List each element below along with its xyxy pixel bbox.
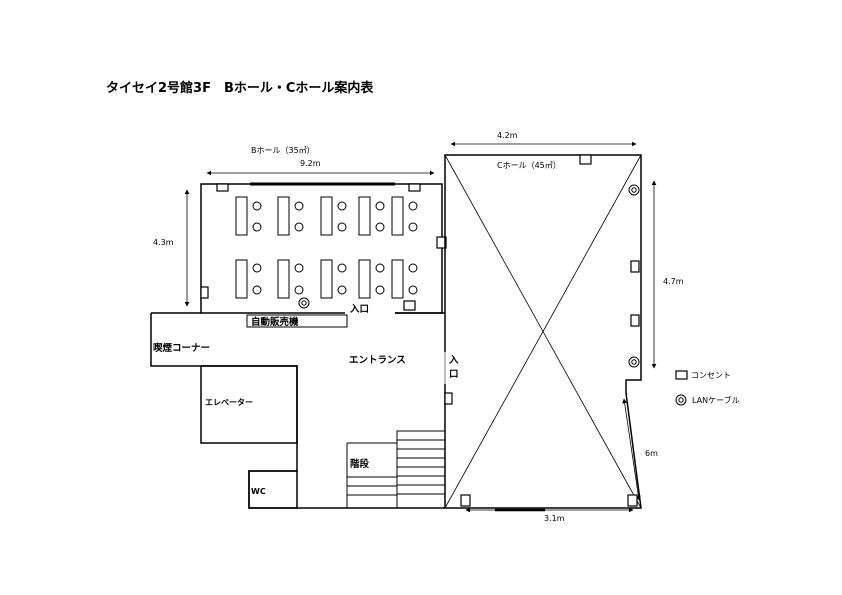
c-hall-diagonal-arrow: [622, 398, 641, 501]
legend-lan-label: LANケーブル: [692, 395, 740, 405]
c-hall-bottom-dim: 3.1m: [544, 514, 565, 523]
outlet-icon: [200, 183, 447, 311]
b-hall-width: 9.2m: [300, 159, 321, 168]
c-hall-entrance-label-1: 入: [448, 355, 459, 366]
lan-cable-icon: [628, 184, 640, 368]
c-hall-diagonal-dim: 6m: [645, 449, 658, 458]
stairs-label: 階段: [350, 458, 370, 470]
b-hall-name: Bホール（35㎡）: [251, 146, 315, 155]
stairs: [346, 430, 445, 508]
elevator: [200, 365, 298, 444]
c-hall-right-dim: 4.7m: [663, 277, 684, 286]
b-hall: Bホール（35㎡） 9.2m 4.3m: [153, 146, 447, 328]
lan-cable-icon: [298, 297, 310, 309]
b-hall-chairs: [252, 201, 418, 295]
b-hall-entrance-label: 入口: [349, 304, 369, 315]
c-hall-name: Cホール（45㎡）: [497, 161, 561, 170]
wc: [248, 470, 298, 509]
smoking-corner-label: 喫煙コーナー: [153, 342, 210, 354]
b-hall-tables-row-2: [235, 259, 404, 299]
page-title: タイセイ2号館3F Bホール・Cホール案内表: [106, 80, 374, 96]
c-hall: 入 口 Cホール（45㎡） 4.2m 4.7m 6m 3.1m: [443, 131, 684, 523]
elevator-label: エレベーター: [205, 397, 253, 407]
c-hall-top-dim: 4.2m: [497, 131, 518, 140]
vending-machine: [246, 314, 348, 328]
outlet-icon: [675, 370, 688, 380]
entrance-hall-label: エントランス: [349, 355, 406, 366]
c-hall-entrance-label-2: 口: [449, 369, 459, 380]
lan-cable-icon: [675, 394, 687, 406]
lobby-area: 喫煙コーナー エントランス エレベーター WC 階段: [150, 312, 445, 509]
b-hall-depth: 4.3m: [153, 238, 174, 247]
legend-outlet-label: コンセント: [691, 371, 731, 380]
legend: コンセント LANケーブル: [675, 370, 740, 406]
wc-label: WC: [251, 487, 266, 496]
outlet-icon: [444, 154, 640, 507]
vending-machine-label: 自動販売機: [251, 316, 299, 328]
b-hall-tables-row-1: [235, 196, 404, 236]
